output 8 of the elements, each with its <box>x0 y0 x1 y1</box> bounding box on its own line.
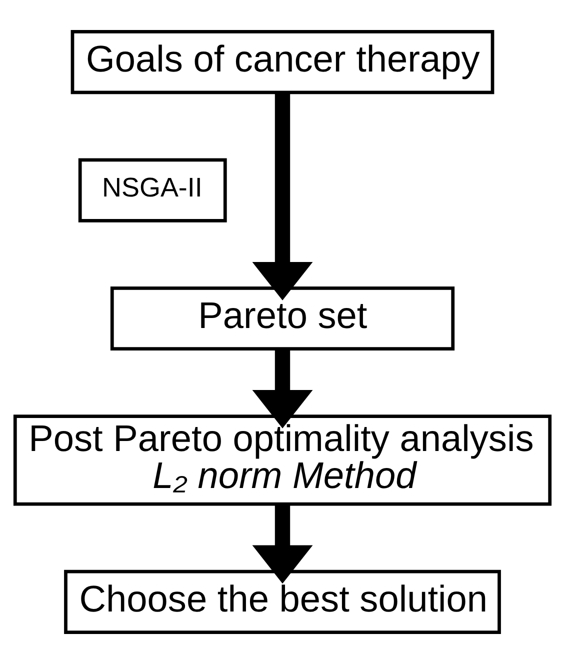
node-box: Pareto set <box>110 286 455 351</box>
node-box: Post Pareto optimality analysis L₂ norm Method <box>13 414 552 506</box>
node-box: Goals of cancer therapy <box>70 30 494 94</box>
node-box: NSGA-II <box>78 158 227 222</box>
arrow <box>252 350 313 428</box>
node-box: Choose the best solution <box>64 570 501 634</box>
arrow <box>252 504 313 584</box>
arrow <box>252 92 313 300</box>
